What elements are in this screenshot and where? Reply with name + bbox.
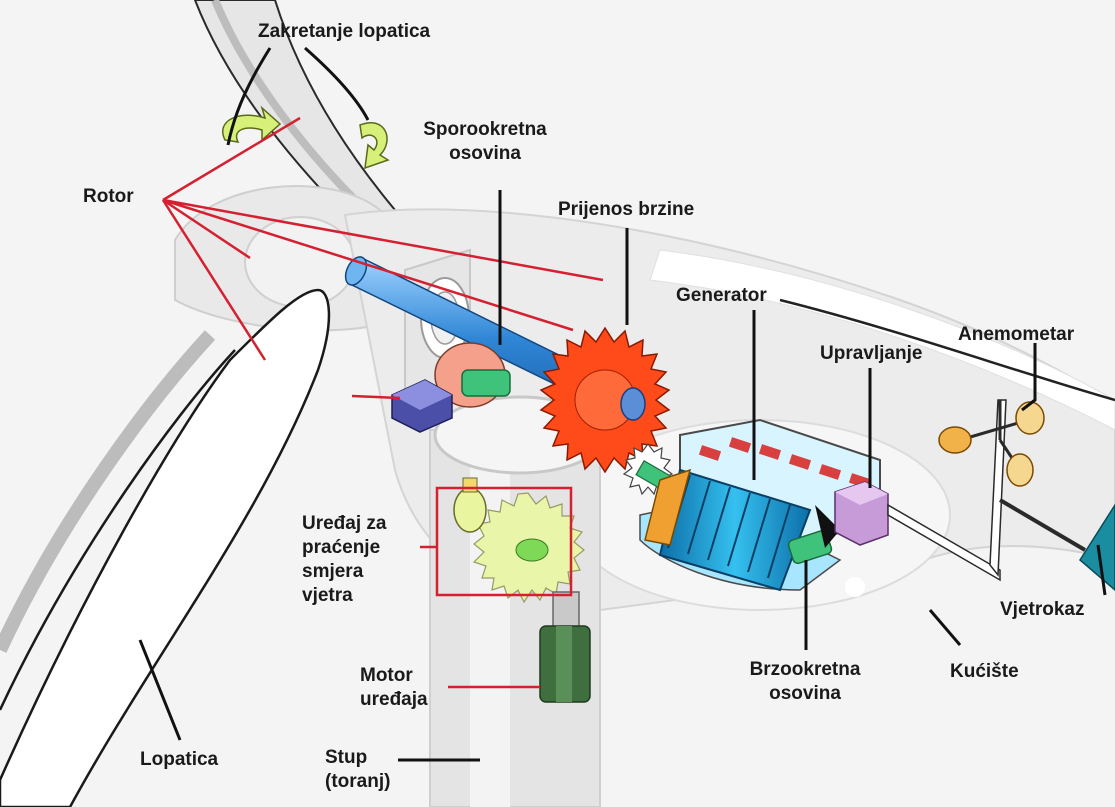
label-anemometar: Anemometar xyxy=(958,323,1074,347)
label-line: (toranj) xyxy=(325,770,390,794)
label-line: vjetra xyxy=(302,584,386,608)
label-prijenos-brzine: Prijenos brzine xyxy=(558,198,694,222)
label-line: smjera xyxy=(302,560,386,584)
label-line: Brzookretna xyxy=(720,658,890,682)
label-lopatica: Lopatica xyxy=(140,748,218,772)
label-line: Stup xyxy=(325,746,390,770)
label-vjetrokaz: Vjetrokaz xyxy=(1000,598,1084,622)
label-sporookretna-osovina: Sporookretna osovina xyxy=(410,118,560,166)
label-line: Sporookretna xyxy=(410,118,560,142)
label-line: Motor xyxy=(360,664,428,688)
label-rotor: Rotor xyxy=(83,185,134,209)
label-line: uređaja xyxy=(360,688,428,712)
label-kuciste: Kućište xyxy=(950,660,1019,684)
label-uredaj-za-pracenje-smjera-vjetra: Uređaj za praćenje smjera vjetra xyxy=(302,512,386,608)
label-line: osovina xyxy=(720,682,890,706)
label-line: praćenje xyxy=(302,536,386,560)
label-upravljanje: Upravljanje xyxy=(820,342,922,366)
lower-blade xyxy=(0,290,329,807)
label-generator: Generator xyxy=(676,284,767,308)
label-motor-uredaja: Motor uređaja xyxy=(360,664,428,712)
label-line: osovina xyxy=(410,142,560,166)
label-brzookretna-osovina: Brzookretna osovina xyxy=(720,658,890,706)
label-zakretanje-lopatica: Zakretanje lopatica xyxy=(258,20,430,44)
label-line: Uređaj za xyxy=(302,512,386,536)
label-stup-toranj: Stup (toranj) xyxy=(325,746,390,794)
